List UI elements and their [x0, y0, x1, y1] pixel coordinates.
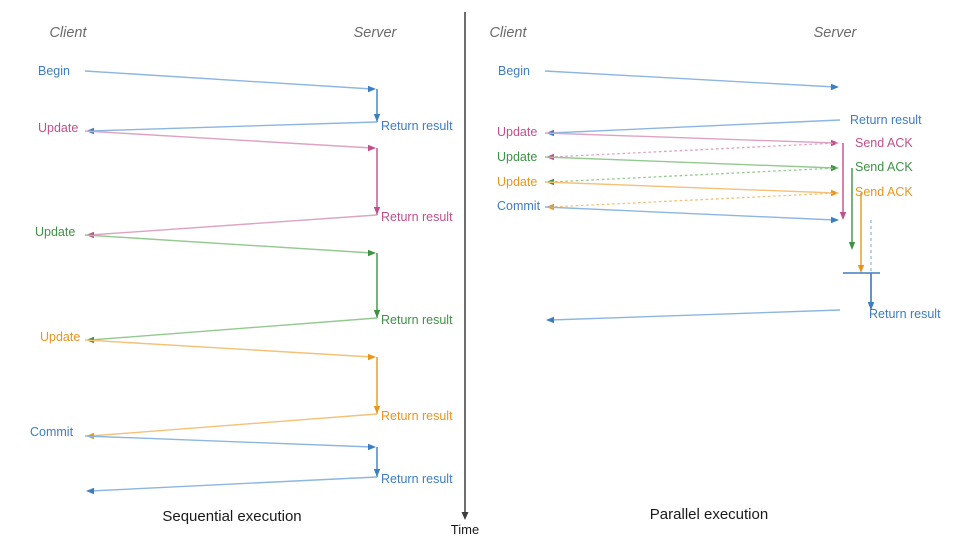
- message-line: [84, 70, 373, 90]
- message-sequential-1: Begin: [38, 64, 378, 122]
- message-parallel-10: Return result: [546, 307, 941, 324]
- message-parallel-5: Update: [497, 150, 839, 172]
- actor-label-server: Server: [814, 25, 858, 41]
- message-arrowhead: [831, 189, 839, 197]
- message-sequential-4: Return result: [86, 207, 453, 239]
- message-arrowhead: [831, 139, 839, 147]
- message-parallel-6: Send ACK: [546, 160, 913, 186]
- panel-caption-sequential: Sequential execution: [162, 508, 301, 525]
- ack-line: [549, 192, 839, 208]
- message-sequential-9: Commit: [30, 425, 378, 477]
- actor-label-client: Client: [49, 25, 87, 41]
- message-line: [84, 339, 373, 358]
- message-label: Return result: [381, 409, 453, 423]
- server-activation-orange-2: [857, 193, 865, 273]
- ack-line: [549, 142, 839, 158]
- message-line: [544, 156, 836, 169]
- message-line: [89, 121, 378, 132]
- activation-arrowhead: [857, 265, 865, 273]
- message-label: Commit: [497, 199, 541, 213]
- message-arrowhead: [368, 443, 376, 451]
- message-arrowhead: [368, 85, 376, 93]
- message-line: [549, 119, 841, 134]
- message-parallel-3: Update: [497, 125, 839, 147]
- message-label: Return result: [381, 210, 453, 224]
- actor-label-server: Server: [354, 25, 398, 41]
- message-arrowhead: [831, 216, 839, 224]
- message-parallel-1: Begin: [498, 64, 839, 91]
- message-line: [544, 70, 836, 88]
- activation-arrowhead: [839, 212, 847, 220]
- message-line: [89, 317, 378, 341]
- message-label: Update: [497, 150, 537, 164]
- panel-caption-parallel: Parallel execution: [650, 506, 768, 523]
- message-line: [84, 130, 373, 149]
- message-sequential-8: Return result: [86, 406, 453, 440]
- message-sequential-5: Update: [35, 225, 378, 318]
- message-arrowhead: [546, 316, 554, 324]
- message-label: Return result: [850, 113, 922, 127]
- message-line: [89, 476, 378, 492]
- server-activation-pink-0: [839, 143, 847, 220]
- ack-line: [549, 167, 839, 183]
- message-label: Begin: [38, 64, 70, 78]
- time-axis-arrowhead: [461, 512, 469, 520]
- message-line: [544, 181, 836, 194]
- message-label: Send ACK: [855, 136, 913, 150]
- server-activation-green-1: [848, 168, 856, 250]
- message-arrowhead: [368, 144, 376, 152]
- message-arrowhead: [368, 249, 376, 257]
- commit-return-elbow: [843, 272, 880, 310]
- message-sequential-10: Return result: [86, 469, 453, 495]
- actor-label-client: Client: [489, 25, 527, 41]
- message-sequential-2: Return result: [86, 114, 453, 135]
- message-line: [544, 132, 836, 144]
- message-line: [89, 214, 378, 236]
- server-return-arrowhead: [373, 114, 381, 122]
- message-sequential-7: Update: [40, 330, 378, 414]
- server-return-arrowhead: [373, 469, 381, 477]
- server-return-arrowhead: [373, 406, 381, 414]
- message-sequential-6: Return result: [86, 310, 453, 344]
- time-axis-label: Time: [451, 522, 479, 537]
- activation-arrowhead: [848, 242, 856, 250]
- elbow-arrowhead: [867, 302, 875, 310]
- message-parallel-7: Update: [497, 175, 839, 197]
- message-label: Begin: [498, 64, 530, 78]
- message-label: Update: [497, 175, 537, 189]
- message-label: Send ACK: [855, 160, 913, 174]
- message-label: Update: [35, 225, 75, 239]
- message-arrowhead: [86, 487, 94, 495]
- message-arrowhead: [368, 353, 376, 361]
- message-label: Update: [497, 125, 537, 139]
- message-label: Update: [40, 330, 80, 344]
- message-line: [549, 309, 841, 321]
- message-line: [84, 234, 373, 254]
- message-arrowhead: [831, 83, 839, 91]
- message-label: Return result: [869, 307, 941, 321]
- message-parallel-9: Commit: [497, 199, 839, 224]
- message-label: Send ACK: [855, 185, 913, 199]
- server-return-arrowhead: [373, 207, 381, 215]
- message-label: Return result: [381, 472, 453, 486]
- message-arrowhead: [831, 164, 839, 172]
- message-label: Update: [38, 121, 78, 135]
- message-label: Commit: [30, 425, 74, 439]
- server-return-arrowhead: [373, 310, 381, 318]
- message-label: Return result: [381, 313, 453, 327]
- message-line: [544, 206, 836, 221]
- message-parallel-2: Return result: [546, 113, 922, 137]
- message-line: [89, 413, 378, 437]
- time-axis: Time: [451, 12, 479, 537]
- message-sequential-3: Update: [38, 121, 378, 215]
- message-line: [84, 435, 373, 448]
- message-label: Return result: [381, 119, 453, 133]
